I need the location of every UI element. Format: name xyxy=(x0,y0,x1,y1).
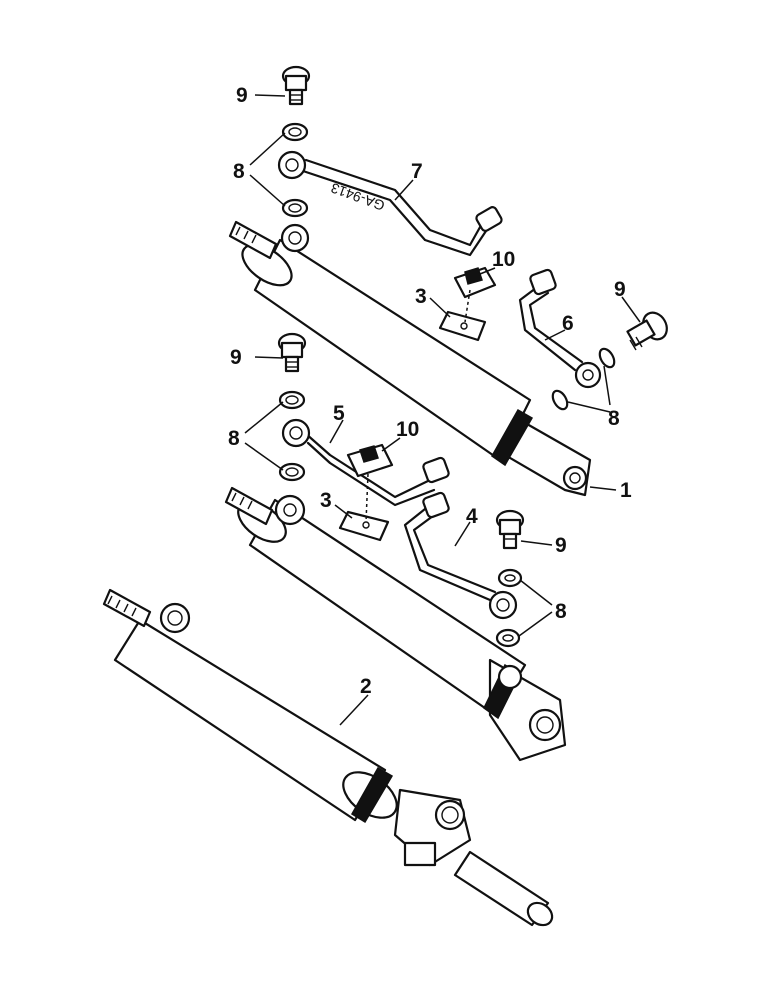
callout-4: 4 xyxy=(466,505,478,528)
callout-5: 5 xyxy=(333,402,345,425)
callout-9: 9 xyxy=(614,278,626,301)
pipe-7 xyxy=(277,150,503,257)
callout-8: 8 xyxy=(228,427,240,450)
clamp-10-lower xyxy=(346,443,394,478)
callout-10: 10 xyxy=(492,248,515,271)
banjo-bolt-9-upper-right xyxy=(626,311,668,351)
clamp-10-upper xyxy=(453,266,497,299)
callout-7: 7 xyxy=(411,160,423,183)
callout-1: 1 xyxy=(620,479,632,502)
callout-2: 2 xyxy=(360,675,372,698)
washers-8-middle-right xyxy=(495,568,523,648)
callout-3: 3 xyxy=(415,285,427,308)
washers-8-upper-right xyxy=(551,347,616,411)
callout-8: 8 xyxy=(608,407,620,430)
plate-3-upper xyxy=(438,289,487,342)
cylinder-1 xyxy=(228,220,592,497)
leader-lines xyxy=(244,94,641,726)
callout-9: 9 xyxy=(236,84,248,107)
pipe-6 xyxy=(518,268,602,389)
washers-8-middle-left xyxy=(278,390,306,482)
cylinder-middle xyxy=(224,486,567,762)
callout-3: 3 xyxy=(320,489,332,512)
callout-9: 9 xyxy=(230,346,242,369)
pipe-5 xyxy=(281,418,450,507)
callout-9: 9 xyxy=(555,534,567,557)
pipe-4 xyxy=(403,491,518,620)
banjo-bolt-9-middle-right xyxy=(495,509,525,550)
cylinder-2 xyxy=(102,588,554,927)
callout-10: 10 xyxy=(396,418,419,441)
washers-8-upper-left xyxy=(281,122,309,218)
banjo-bolt-9-upper-left xyxy=(281,65,311,106)
callout-8: 8 xyxy=(555,600,567,623)
plate-3-lower xyxy=(338,473,390,542)
callout-6: 6 xyxy=(562,312,574,335)
callout-8: 8 xyxy=(233,160,245,183)
banjo-bolt-9-middle-left xyxy=(277,332,307,373)
callout-labels: 9 8 7 10 3 9 6 8 9 8 5 10 3 1 4 9 8 2 xyxy=(228,84,632,698)
